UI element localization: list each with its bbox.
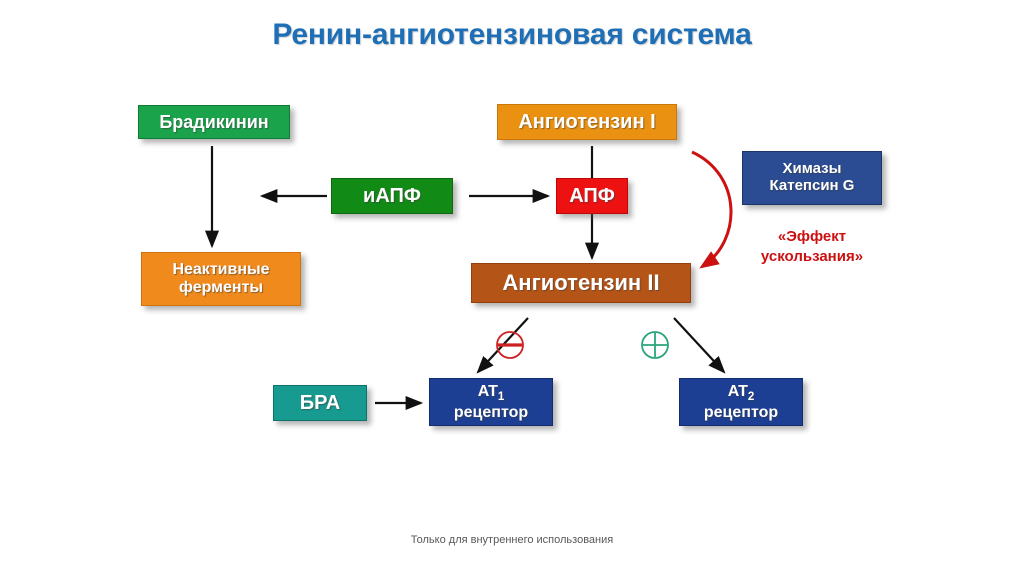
node-ace-inhibitor[interactable]: иАПФ bbox=[331, 178, 453, 214]
node-at1-receptor[interactable]: AT1 рецептор bbox=[429, 378, 553, 426]
node-angiotensin-1[interactable]: Ангиотензин I bbox=[497, 104, 677, 140]
node-inactive-enzymes[interactable]: Неактивные ферменты bbox=[141, 252, 301, 306]
node-angiotensin-2-label: Ангиотензин II bbox=[502, 269, 660, 295]
activation-icon bbox=[641, 331, 669, 359]
node-ace[interactable]: АПФ bbox=[556, 178, 628, 214]
node-ace-inhibitor-label: иАПФ bbox=[363, 184, 421, 207]
edge-angiotensin2-to-at2 bbox=[673, 317, 726, 374]
escape-effect-line-2: ускользания» bbox=[760, 248, 864, 266]
node-bradykinin-label: Брадикинин bbox=[159, 111, 269, 132]
edge-chymase-bypass bbox=[691, 150, 733, 269]
node-bradykinin[interactable]: Брадикинин bbox=[138, 105, 290, 139]
node-at2-subscript: 2 bbox=[747, 390, 755, 403]
node-inactive-enzymes-line-2: ферменты bbox=[178, 279, 264, 296]
escape-effect-label: «Эффект ускользания» bbox=[742, 227, 882, 268]
node-ace-label: АПФ bbox=[569, 184, 615, 207]
node-at1-receptor-name: AT1 bbox=[477, 382, 505, 403]
node-chymase-line-2: Катепсин G bbox=[769, 177, 855, 194]
node-at2-receptor-name: AT2 bbox=[727, 382, 755, 403]
node-chymase-line-1: Химазы bbox=[782, 160, 842, 178]
node-angiotensin-2[interactable]: Ангиотензин II bbox=[471, 263, 691, 303]
node-angiotensin-1-label: Ангиотензин I bbox=[518, 110, 656, 133]
page-title: Ренин-ангиотензиновая система bbox=[272, 18, 752, 51]
edge-angiotensin2-to-at1 bbox=[476, 317, 529, 374]
node-arb[interactable]: БРА bbox=[273, 385, 367, 421]
node-arb-label: БРА bbox=[299, 391, 341, 414]
node-inactive-enzymes-line-1: Неактивные bbox=[172, 261, 270, 279]
node-at1-subscript: 1 bbox=[497, 390, 505, 403]
node-at2-receptor-line-2: рецептор bbox=[703, 403, 779, 421]
node-at1-receptor-line-2: рецептор bbox=[453, 403, 529, 421]
node-at2-receptor[interactable]: AT2 рецептор bbox=[679, 378, 803, 426]
footer-note: Только для внутреннего использования bbox=[410, 534, 614, 546]
node-chymase[interactable]: Химазы Катепсин G bbox=[742, 151, 882, 205]
inhibition-icon bbox=[496, 331, 524, 359]
escape-effect-line-1: «Эффект bbox=[777, 228, 847, 245]
